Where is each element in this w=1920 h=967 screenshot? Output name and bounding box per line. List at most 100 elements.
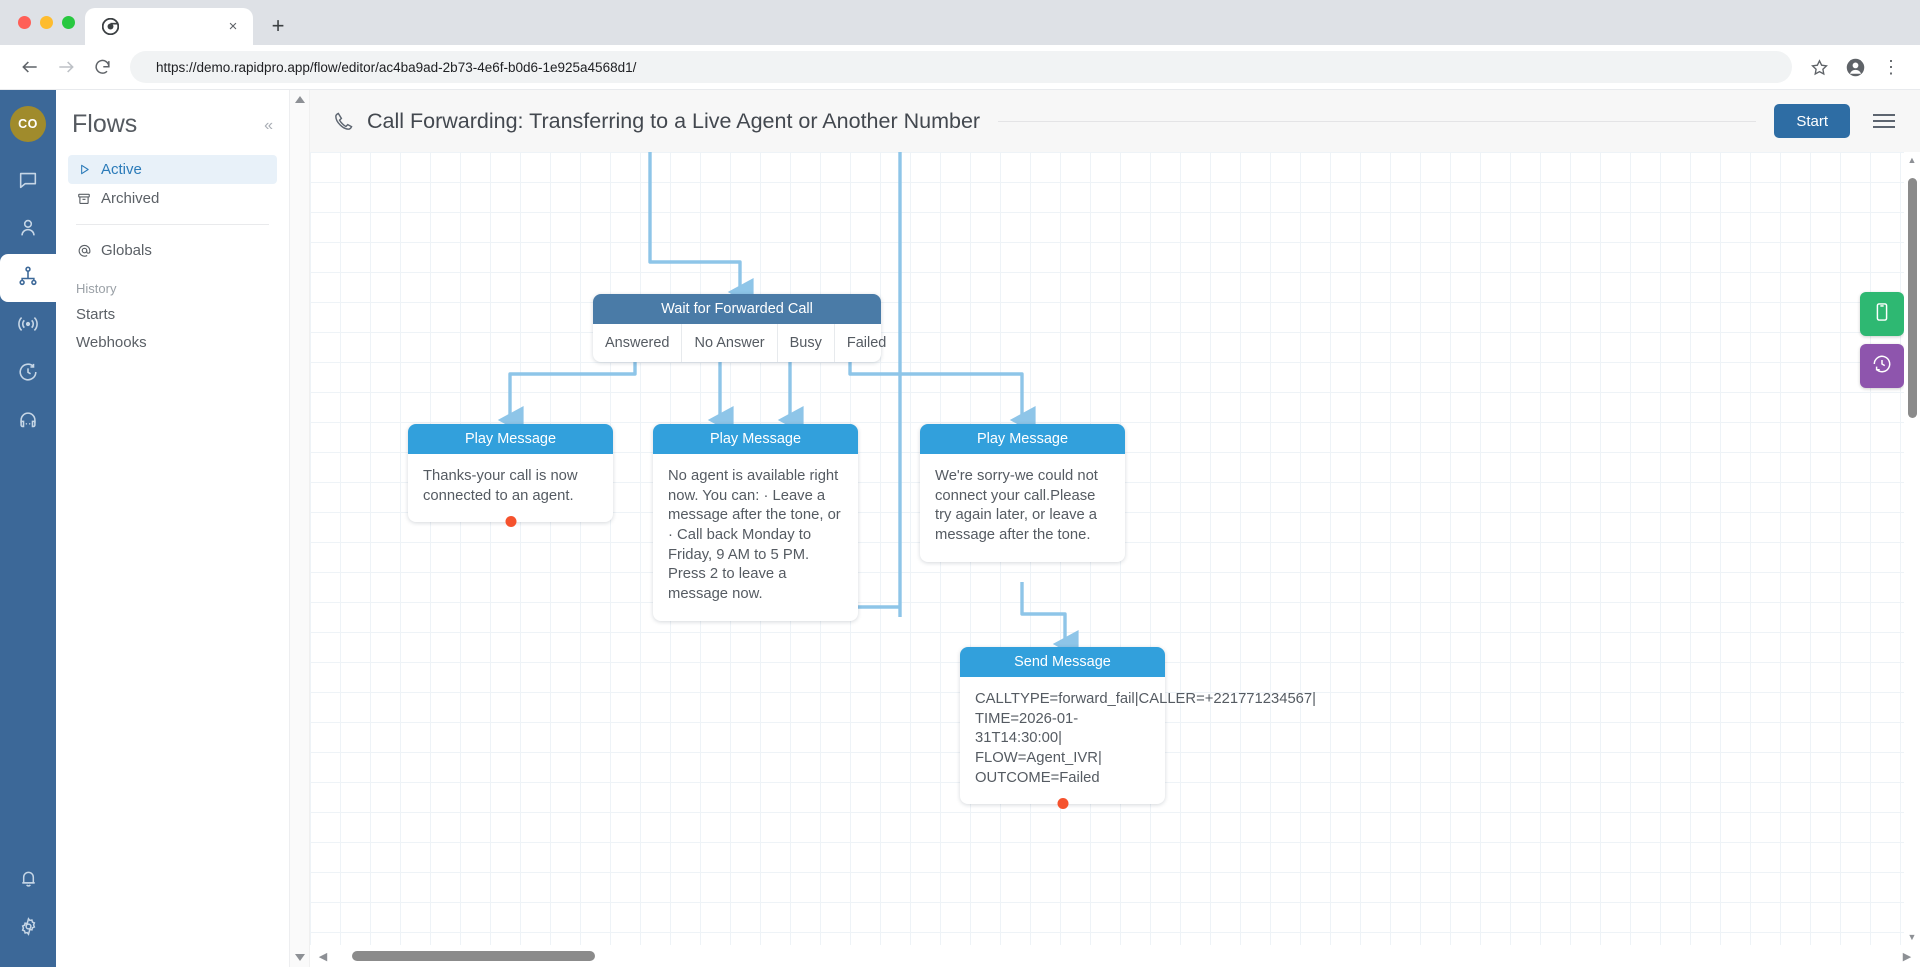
scroll-right-arrow[interactable]: ▶	[1902, 950, 1912, 963]
sidebar-item-globals[interactable]: Globals	[68, 236, 277, 265]
editor-main: Call Forwarding: Transferring to a Live …	[310, 90, 1920, 967]
scroll-up-arrow[interactable]	[294, 96, 305, 103]
new-tab-button[interactable]: +	[271, 13, 285, 38]
at-sign-icon	[76, 243, 92, 258]
hamburger-menu-icon[interactable]	[1864, 101, 1904, 141]
node-body: No agent is available right now. You can…	[668, 468, 841, 603]
node-exit-failed[interactable]: Failed	[846, 335, 887, 351]
menu-line	[1873, 114, 1895, 116]
clock-rewind-icon	[1871, 353, 1893, 380]
collapse-sidebar-icon[interactable]: «	[264, 117, 273, 134]
vertical-scrollbar[interactable]: ▲ ▼	[1904, 152, 1920, 945]
tab-strip: × +	[0, 0, 1920, 45]
node-play-message-no-agent[interactable]: Play Message No agent is available right…	[653, 424, 858, 621]
revision-history-button[interactable]	[1860, 344, 1904, 388]
sidebar-divider	[76, 224, 269, 225]
chat-bubble-icon	[17, 169, 39, 196]
rail-bottom-group	[0, 857, 56, 967]
maximize-window-button[interactable]	[62, 16, 75, 29]
node-exit-answered[interactable]: Answered	[593, 324, 683, 362]
address-bar[interactable]: https://demo.rapidpro.app/flow/editor/ac…	[130, 51, 1792, 83]
browser-menu-icon[interactable]: ⋮	[1882, 56, 1900, 77]
node-body: CALLTYPE=forward_fail|CALLER=+2217712345…	[975, 691, 1316, 786]
sidebar-item-active[interactable]: Active	[68, 155, 277, 184]
archive-box-icon	[76, 192, 92, 206]
browser-tab[interactable]: ×	[85, 8, 253, 45]
flow-nodes-icon	[17, 265, 39, 292]
forward-icon[interactable]	[50, 51, 82, 83]
headset-icon	[17, 409, 39, 436]
gear-icon	[18, 916, 39, 942]
hscroll-track[interactable]	[330, 945, 1900, 967]
play-triangle-icon	[76, 163, 92, 176]
node-play-message-could-not-connect[interactable]: Play Message We're sorry-we could not co…	[920, 424, 1125, 562]
rail-item-messages[interactable]	[0, 158, 56, 206]
vscroll-up-arrow[interactable]: ▲	[1907, 155, 1917, 165]
node-wait-for-forwarded-call[interactable]: Wait for Forwarded Call Answered No Answ…	[593, 294, 886, 362]
menu-line	[1873, 120, 1895, 122]
connector-play3-to-send	[1020, 582, 1079, 658]
flow-editor: Call Forwarding: Transferring to a Live …	[290, 90, 1920, 967]
sidebar-list: Active Archived	[56, 155, 289, 356]
node-exit-dot[interactable]	[505, 516, 516, 528]
sidebar-item-label: Archived	[101, 190, 160, 207]
toolbar-actions: ⋮	[1804, 52, 1906, 82]
sidebar-item-label: Active	[101, 161, 142, 178]
star-icon[interactable]	[1804, 52, 1834, 82]
chrome-logo-icon	[101, 18, 119, 36]
flow-header: Call Forwarding: Transferring to a Live …	[310, 90, 1920, 152]
scroll-down-arrow[interactable]	[294, 954, 305, 961]
minimize-window-button[interactable]	[40, 16, 53, 29]
hscroll-thumb[interactable]	[352, 951, 595, 961]
node-play-message-agent-connected[interactable]: Play Message Thanks-your call is now con…	[408, 424, 613, 528]
connector-into-wait	[648, 152, 754, 306]
start-button[interactable]: Start	[1774, 104, 1850, 138]
icon-rail: CO	[0, 90, 56, 967]
rail-item-flows[interactable]	[0, 246, 56, 310]
rail-item-notifications[interactable]	[0, 857, 56, 905]
rail-item-support[interactable]	[0, 398, 56, 446]
back-icon[interactable]	[14, 51, 46, 83]
node-body: We're sorry-we could not connect your ca…	[935, 468, 1098, 544]
vscroll-thumb[interactable]	[1908, 178, 1917, 418]
reload-icon[interactable]	[86, 51, 118, 83]
avatar[interactable]: CO	[10, 106, 46, 142]
editor-gutter	[290, 90, 310, 967]
sidebar-item-webhooks[interactable]: Webhooks	[76, 333, 147, 351]
flow-canvas-wrapper[interactable]: Wait for Forwarded Call Answered No Answ…	[310, 152, 1920, 945]
rail-item-tickets[interactable]	[0, 350, 56, 398]
broadcast-icon	[16, 312, 40, 341]
sidebar-item-starts[interactable]: Starts	[76, 305, 116, 323]
rail-item-contacts[interactable]	[0, 206, 56, 254]
node-exit-busy[interactable]: Busy	[778, 324, 835, 362]
sidebar-group-history: History	[76, 281, 117, 296]
node-exit-dot[interactable]	[1057, 798, 1068, 810]
rail-item-settings[interactable]	[0, 905, 56, 953]
sidebar-item-archived[interactable]: Archived	[68, 184, 277, 213]
page-title: Flows	[72, 110, 138, 138]
float-button-group	[1860, 292, 1904, 396]
header-rule	[998, 120, 1757, 122]
node-title: Play Message	[920, 424, 1125, 454]
close-window-button[interactable]	[18, 16, 31, 29]
close-icon[interactable]: ×	[228, 18, 238, 35]
sidebar-header: Flows «	[56, 112, 289, 137]
node-title: Wait for Forwarded Call	[593, 294, 881, 324]
vscroll-down-arrow[interactable]: ▼	[1907, 932, 1917, 942]
browser-toolbar: https://demo.rapidpro.app/flow/editor/ac…	[0, 45, 1920, 90]
clock-history-icon	[17, 361, 39, 388]
menu-line	[1873, 126, 1895, 128]
node-title: Play Message	[653, 424, 858, 454]
sidebar-item-label: Globals	[101, 242, 152, 259]
window-controls	[12, 0, 85, 45]
node-exit-no-answer[interactable]: No Answer	[682, 324, 778, 362]
rail-item-campaigns[interactable]	[0, 302, 56, 350]
node-send-message[interactable]: Send Message CALLTYPE=forward_fail|CALLE…	[960, 647, 1316, 810]
profile-icon[interactable]	[1840, 52, 1870, 82]
scroll-left-arrow[interactable]: ◀	[318, 950, 328, 963]
bell-icon	[18, 868, 39, 894]
horizontal-scrollbar[interactable]: ◀ ▶	[310, 945, 1920, 967]
node-body: Thanks-your call is now connected to an …	[423, 468, 578, 504]
simulator-button[interactable]	[1860, 292, 1904, 336]
